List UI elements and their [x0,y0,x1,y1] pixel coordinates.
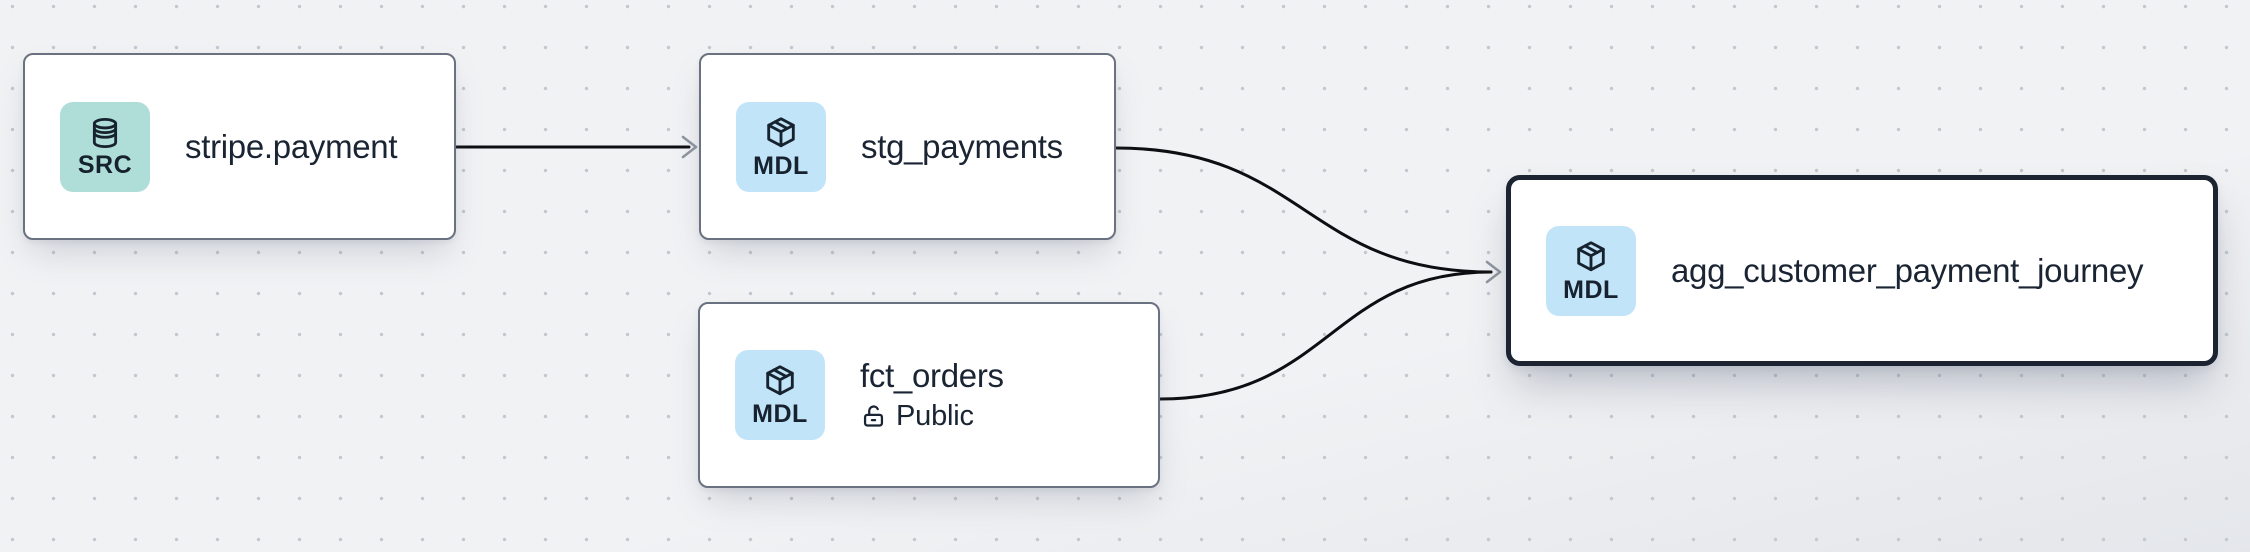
cube-icon [1573,239,1609,275]
badge-label: SRC [77,150,133,179]
node-agg-customer-payment-journey[interactable]: MDL agg_customer_payment_journey [1506,175,2218,366]
lock-open-icon [860,403,887,430]
node-label: stripe.payment [185,127,398,165]
node-stripe-payment[interactable]: SRC stripe.payment [23,53,456,240]
node-label: stg_payments [861,127,1063,165]
node-stg-payments[interactable]: MDL stg_payments [699,53,1116,240]
source-badge: SRC [60,101,150,192]
database-icon [89,116,121,150]
model-badge: MDL [1546,225,1636,316]
badge-label: MDL [1563,275,1619,304]
edge-fct-to-agg [1158,270,1493,401]
cube-icon [762,363,798,399]
model-badge: MDL [736,101,826,192]
arrowhead-icon [681,135,698,159]
node-label: fct_orders [860,357,1004,395]
access-row: Public [860,400,1004,433]
badge-label: MDL [752,400,808,428]
edge-stg-to-agg [1114,146,1493,274]
cube-icon [763,115,799,151]
badge-label: MDL [753,151,809,180]
access-label: Public [896,399,974,432]
node-fct-orders[interactable]: MDL fct_orders Public [698,302,1160,488]
model-badge: MDL [735,350,825,440]
node-label: agg_customer_payment_journey [1671,251,2144,289]
arrowhead-icon [1485,260,1502,284]
